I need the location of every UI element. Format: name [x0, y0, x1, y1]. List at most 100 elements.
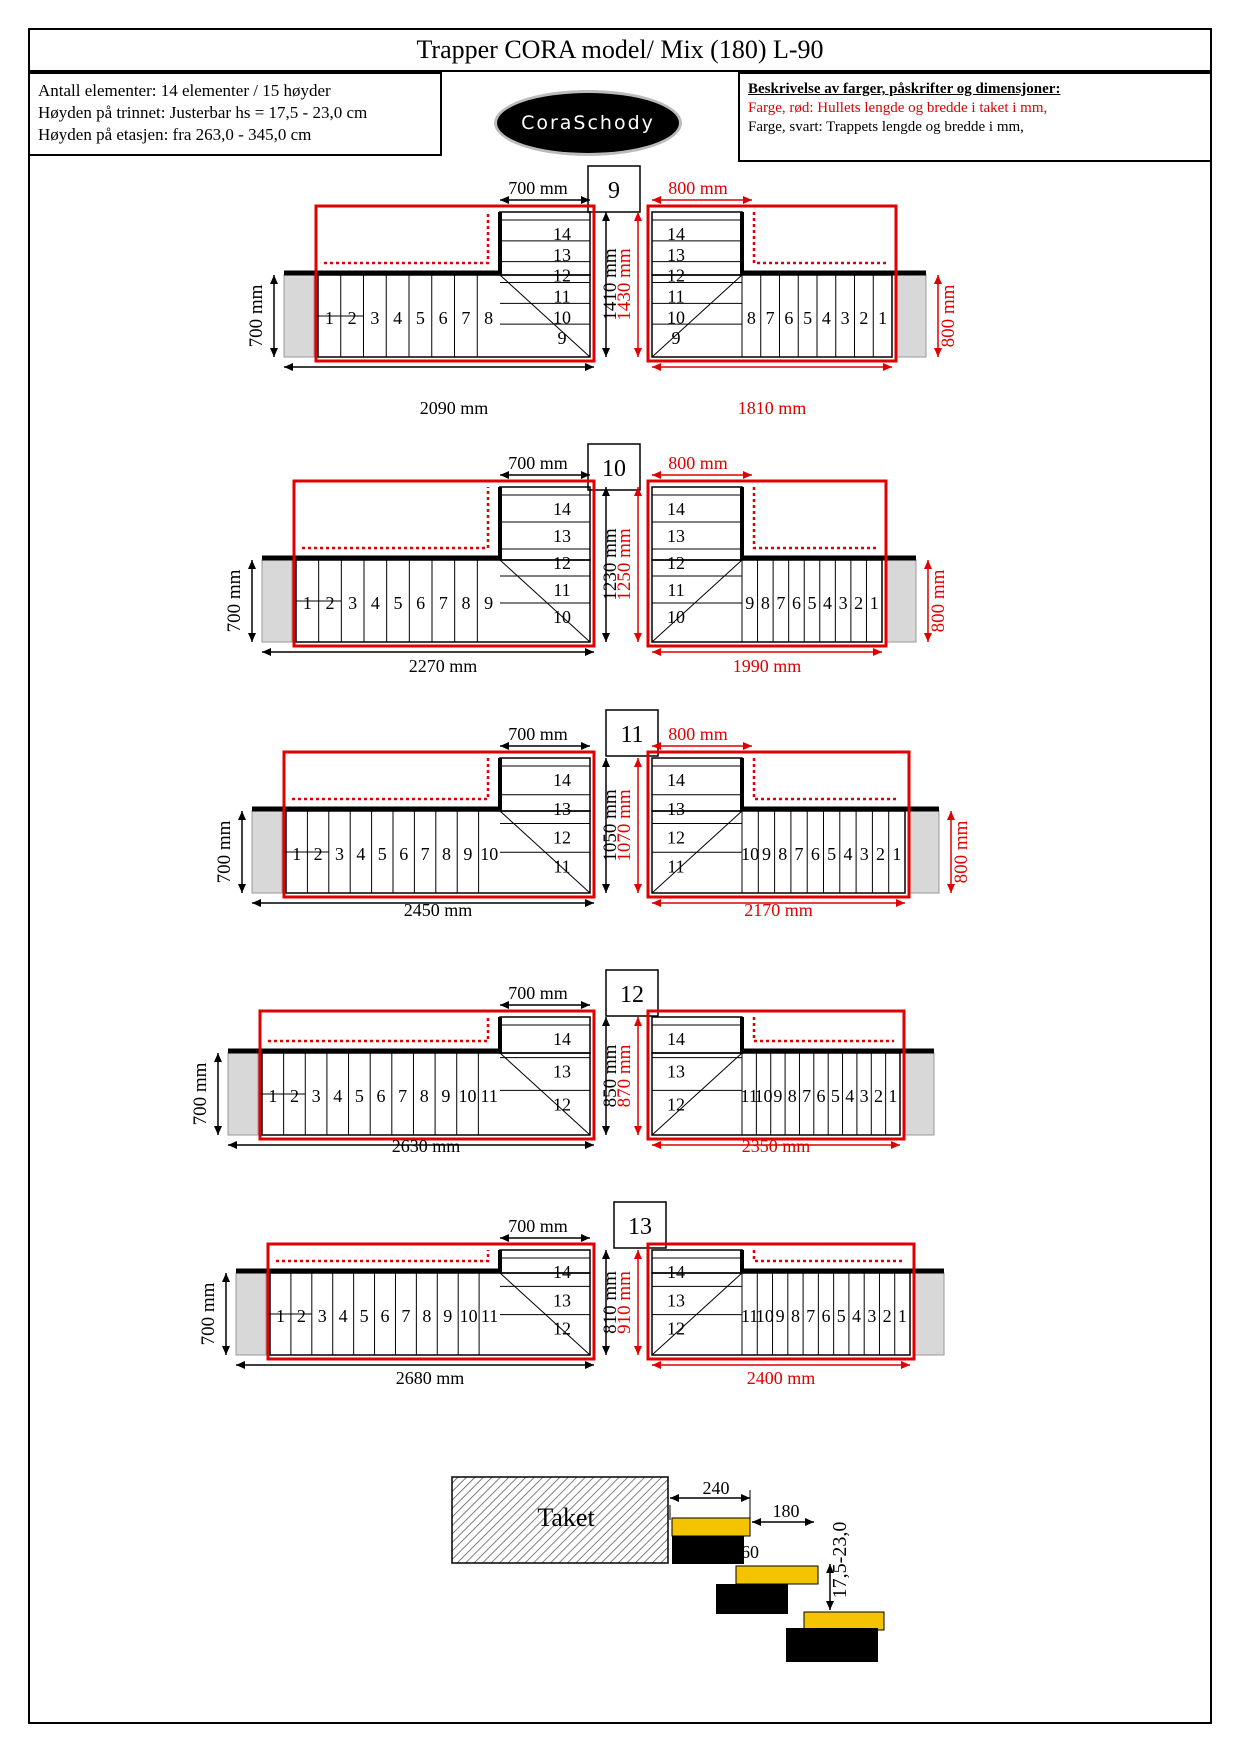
dim-depth-left-label: 850 mm: [600, 1044, 621, 1107]
opening-dashed-left: [276, 1250, 490, 1263]
dim-length-left-label: 2090 mm: [420, 398, 489, 418]
step-number: 5: [416, 308, 425, 328]
step-number: 12: [553, 553, 571, 573]
step-number: 9: [745, 593, 754, 613]
step-number: 4: [852, 1306, 861, 1326]
dim-length-left-arrow-r: [585, 363, 594, 371]
dim-depth-left-arrow-b: [602, 884, 610, 893]
dim-depth-right-arrow-t: [634, 487, 642, 496]
step-number: 8: [422, 1306, 431, 1326]
dim-side-left-label: 700 mm: [246, 284, 267, 347]
step-number: 12: [667, 828, 685, 848]
step-number: 13: [667, 1290, 685, 1310]
dim-rise-arrow-b: [826, 1601, 834, 1610]
landing-left: [261, 559, 293, 643]
step-number: 6: [822, 1306, 831, 1326]
dim-top-right-arrow-r: [743, 196, 752, 204]
step-number: 11: [553, 580, 570, 600]
landing-right: [908, 810, 940, 894]
dim-length-right-arrow-r: [873, 648, 882, 656]
dim-side-left-arrow-b: [222, 1346, 230, 1355]
stringer-block: [672, 1536, 744, 1564]
winder-diagonal: [499, 810, 591, 894]
dim-top-right-label: 800 mm: [668, 453, 728, 473]
dim-top-left-label: 700 mm: [508, 724, 568, 744]
dim-depth-right-arrow-b: [634, 884, 642, 893]
opening-outline-right: [646, 1242, 916, 1361]
winder-diagonal: [651, 1272, 743, 1356]
dim-length-left-arrow-r: [585, 1361, 594, 1369]
step-number: 6: [784, 308, 793, 328]
step-number: 3: [370, 308, 379, 328]
dim-side-left-arrow-t: [270, 275, 278, 284]
tread-yellow: [735, 1565, 819, 1585]
step-number: 5: [827, 844, 836, 864]
step-number: 3: [318, 1306, 327, 1326]
landing-right: [885, 559, 917, 643]
stair-outline-right: [651, 1272, 911, 1356]
step-number: 14: [667, 770, 685, 790]
dim-240-label: 240: [703, 1478, 730, 1498]
step-number: 12: [553, 266, 571, 286]
dim-depth-right-label: 1430 mm: [614, 248, 635, 321]
step-number: 3: [867, 1306, 876, 1326]
step-number: 13: [553, 245, 571, 265]
step-number: 10: [459, 1086, 477, 1106]
dim-length-left-arrow-r: [585, 899, 594, 907]
step-number: 14: [667, 1029, 685, 1049]
dim-depth-left-arrow-t: [602, 212, 610, 221]
step-number: 9: [443, 1306, 452, 1326]
coraschody-logo: CoraSchody: [497, 93, 679, 153]
step-number: 12: [667, 266, 685, 286]
step-number: 10: [553, 307, 571, 327]
dim-length-right-arrow-l: [652, 1141, 661, 1149]
step-number: 2: [290, 1086, 299, 1106]
dim-depth-right-label: 1070 mm: [614, 789, 635, 862]
opening-dashed-left: [302, 487, 490, 550]
variant-number: 10: [602, 456, 626, 482]
dim-length-right-arrow-r: [901, 1361, 910, 1369]
opening-dashed-right: [752, 1017, 894, 1043]
step-number: 3: [335, 844, 344, 864]
step-number: 1: [268, 1086, 277, 1106]
landing-left: [251, 810, 283, 894]
dim-depth-left-arrow-b: [602, 348, 610, 357]
dim-depth-left-label: 1410 mm: [600, 248, 621, 321]
dim-depth-left-arrow-b: [602, 633, 610, 642]
step-number: 9: [762, 844, 771, 864]
tread-yellow: [671, 1517, 751, 1537]
step-number: 14: [667, 499, 685, 519]
dim-depth-right-arrow-b: [634, 1126, 642, 1135]
dim-length-right-label: 1810 mm: [738, 398, 807, 418]
step-number: 5: [831, 1086, 840, 1106]
opening-outline-left: [266, 1242, 596, 1361]
landing-right: [913, 1272, 945, 1356]
page-frame: [28, 28, 1212, 1724]
winder-column-left: [499, 1249, 591, 1274]
step-number: 7: [461, 308, 470, 328]
step-number: 2: [874, 1086, 883, 1106]
step-number: 10: [741, 844, 759, 864]
dim-length-left-label: 2630 mm: [392, 1136, 461, 1156]
winder-diagonal: [651, 810, 743, 894]
dim-top-left-arrow-r: [581, 1001, 590, 1009]
step-number: 4: [823, 593, 832, 613]
page-title: Trapper CORA model/ Mix (180) L-90: [28, 28, 1212, 72]
step-number: 2: [314, 844, 323, 864]
dim-side-right-arrow-b: [934, 348, 942, 357]
step-number: 10: [755, 1086, 773, 1106]
step-number: 7: [421, 844, 430, 864]
dim-depth-right-arrow-t: [634, 758, 642, 767]
dim-depth-right-arrow-t: [634, 1250, 642, 1259]
step-number: 6: [439, 308, 448, 328]
step-number: 2: [859, 308, 868, 328]
step-number: 4: [339, 1306, 348, 1326]
step-number: 10: [756, 1306, 774, 1326]
winder-diagonal: [651, 1052, 743, 1136]
dim-length-left-arrow-l: [228, 1141, 237, 1149]
dim-length-right-arrow-l: [652, 648, 661, 656]
step-number: 8: [761, 593, 770, 613]
dim-length-right-arrow-l: [652, 899, 661, 907]
dim-length-right-arrow-r: [883, 363, 892, 371]
step-number: 4: [393, 308, 402, 328]
